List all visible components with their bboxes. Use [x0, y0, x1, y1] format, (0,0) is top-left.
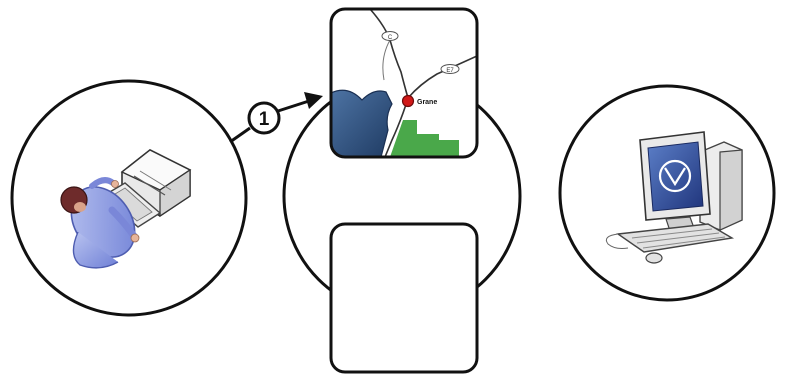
connector-line [229, 126, 251, 144]
road-shield-top [381, 31, 399, 41]
step-1-number: 1 [259, 109, 270, 130]
step-connector: 1 [229, 92, 323, 144]
map-road-north [369, 9, 409, 99]
user-at-printer-icon [60, 149, 192, 269]
map-road-east [407, 55, 477, 99]
road-label-top: C [388, 35, 393, 41]
connector-arrow-shaft [277, 99, 310, 113]
map-panel-frame [329, 7, 479, 159]
step-1-badge [247, 101, 281, 135]
location-marker-icon [401, 94, 415, 108]
empty-panel [329, 222, 479, 374]
right-node [558, 84, 776, 302]
arrowhead-icon [304, 92, 323, 109]
road-shield-right [440, 64, 460, 74]
left-node [10, 79, 248, 317]
map-green-area [390, 120, 459, 157]
map-panel: C E7 Grane [329, 7, 479, 159]
place-label: Grane [417, 99, 437, 106]
desktop-computer-icon [605, 131, 743, 264]
road-label-right: E7 [446, 68, 454, 74]
map-water [331, 89, 393, 157]
map-road-west [382, 39, 391, 81]
